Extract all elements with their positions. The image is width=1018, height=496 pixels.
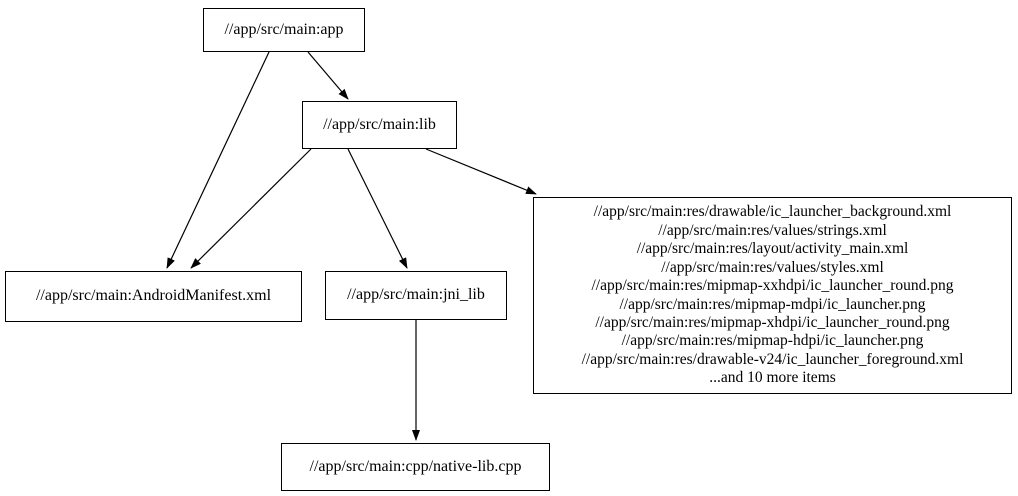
graph-node-native-lib-cpp: //app/src/main:cpp/native-lib.cpp <box>281 443 550 491</box>
graph-node-resources: //app/src/main:res/drawable/ic_launcher_… <box>533 197 1012 394</box>
graph-node-android-manifest: //app/src/main:AndroidManifest.xml <box>5 271 302 322</box>
resource-line: //app/src/main:res/drawable/ic_launcher_… <box>593 203 952 221</box>
resource-line: //app/src/main:res/values/styles.xml <box>661 258 884 276</box>
graph-node-app: //app/src/main:app <box>203 8 365 52</box>
graph-node-lib-label: //app/src/main:lib <box>323 115 436 133</box>
graph-node-lib: //app/src/main:lib <box>302 101 457 149</box>
resource-line: //app/src/main:res/mipmap-mdpi/ic_launch… <box>619 295 926 313</box>
resource-line: //app/src/main:res/mipmap-xhdpi/ic_launc… <box>595 313 950 331</box>
graph-node-jni-lib-label: //app/src/main:jni_lib <box>347 286 485 304</box>
resource-line: //app/src/main:res/mipmap-hdpi/ic_launch… <box>621 332 924 350</box>
graph-node-app-label: //app/src/main:app <box>224 20 344 38</box>
edge-lib-to-resources <box>425 148 537 195</box>
resource-line: //app/src/main:res/mipmap-xxhdpi/ic_laun… <box>591 277 954 295</box>
graph-node-native-lib-cpp-label: //app/src/main:cpp/native-lib.cpp <box>309 457 522 475</box>
edge-app-to-lib <box>307 51 349 100</box>
edge-lib-to-manifest <box>190 148 312 269</box>
resource-line: //app/src/main:res/drawable-v24/ic_launc… <box>581 350 964 368</box>
resource-line-more-items: ...and 10 more items <box>709 369 836 387</box>
edge-lib-to-jni-lib <box>347 148 408 269</box>
edge-app-to-manifest <box>166 51 270 269</box>
graph-node-android-manifest-label: //app/src/main:AndroidManifest.xml <box>35 287 272 305</box>
resource-line: //app/src/main:res/layout/activity_main.… <box>636 240 909 258</box>
resource-line: //app/src/main:res/values/strings.xml <box>658 221 887 239</box>
graph-node-jni-lib: //app/src/main:jni_lib <box>325 271 507 320</box>
